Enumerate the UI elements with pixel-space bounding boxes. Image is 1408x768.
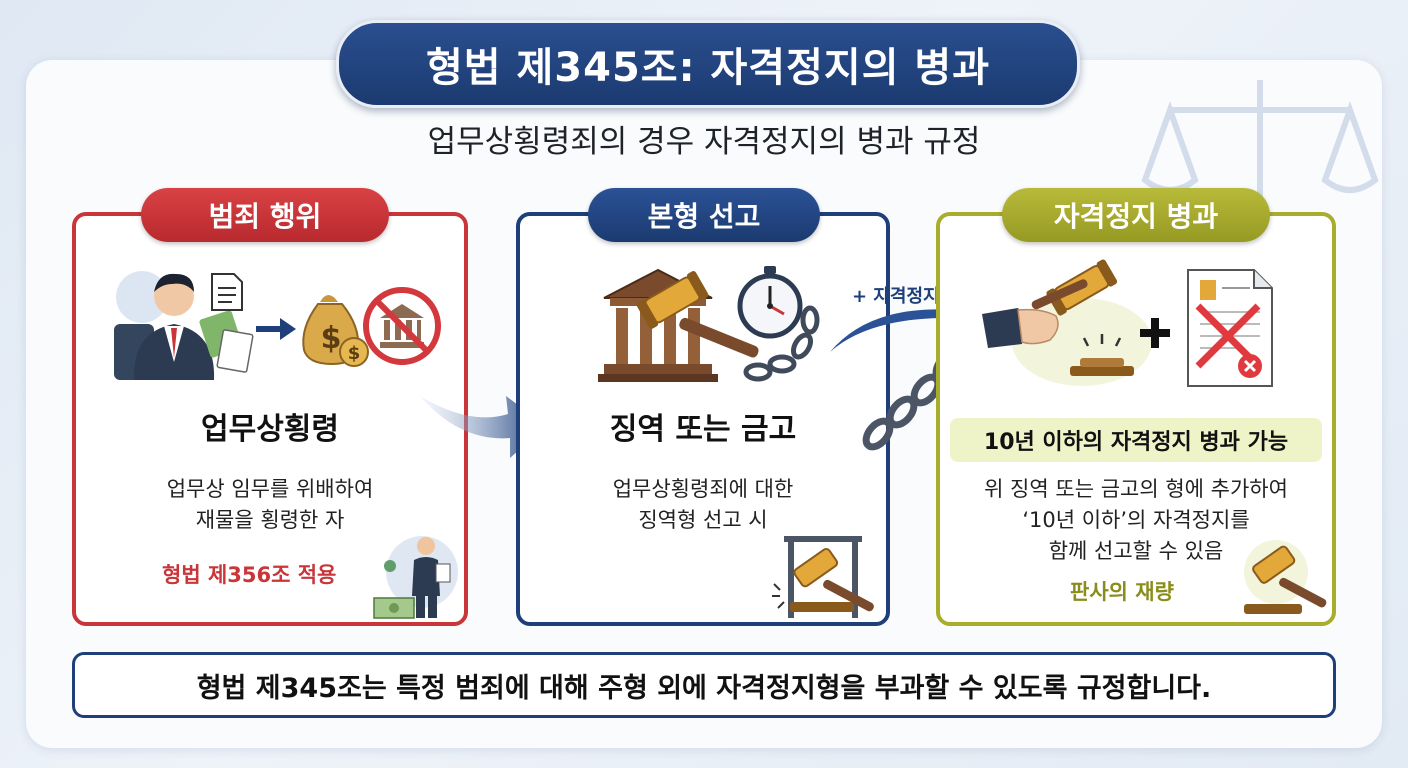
gavel-icon — [1244, 540, 1327, 614]
arrow-right-icon — [256, 318, 296, 340]
plus-icon — [1140, 318, 1170, 348]
sentence-card-tag: 본형 선고 — [588, 188, 820, 242]
hand-gavel-icon — [982, 259, 1152, 386]
clock-icon — [737, 266, 803, 339]
page-title: 형법 제345조: 자격정지의 병과 — [336, 20, 1080, 108]
crime-card-description-1: 업무상 임무를 위배하여 — [166, 477, 374, 501]
chain-icon — [743, 305, 820, 382]
disqualification-highlight: 10년 이하의 자격정지 병과 가능 — [950, 418, 1322, 462]
flow-arrow-icon — [420, 396, 546, 458]
crime-card-note: 형법 제356조 적용 — [162, 563, 337, 587]
gavel-icon — [636, 271, 759, 358]
crime-card-tag: 범죄 행위 — [141, 188, 389, 242]
page-subtitle: 업무상횡령죄의 경우 자격정지의 병과 규정 — [427, 124, 981, 160]
disqualification-note: 판사의 재량 — [1070, 580, 1174, 604]
disqualification-description-2: ‘10년 이하’의 자격정지를 — [1022, 508, 1250, 532]
disqualification-description-3: 함께 선고할 수 있음 — [1048, 539, 1224, 563]
disqualification-card-tag: 자격정지 병과 — [1002, 188, 1270, 242]
document-icon — [211, 273, 243, 311]
businessman-icon — [373, 536, 458, 619]
sentence-card-description-1: 업무상횡령죄에 대한 — [612, 477, 794, 501]
sentence-card-title: 징역 또는 금고 — [609, 412, 797, 447]
cancelled-certificate-icon — [1187, 269, 1273, 387]
disqualification-description-1: 위 징역 또는 금고의 형에 추가하여 — [984, 477, 1288, 501]
businessman-icon — [114, 271, 254, 380]
footer-summary: 형법 제345조는 특정 범죄에 대해 주형 외에 자격정지형을 부과할 수 있… — [72, 652, 1336, 718]
svg-text:$: $ — [321, 321, 342, 356]
crime-card-description-2: 재물을 횡령한 자 — [195, 508, 345, 532]
money-bag-icon: $ $ — [302, 295, 369, 367]
svg-text:$: $ — [348, 343, 361, 364]
no-bank-icon — [363, 287, 441, 365]
sentence-card-description-2: 징역형 선고 시 — [638, 508, 768, 532]
crime-card-title: 업무상횡령 — [201, 412, 339, 447]
gavel-icon — [772, 536, 874, 618]
